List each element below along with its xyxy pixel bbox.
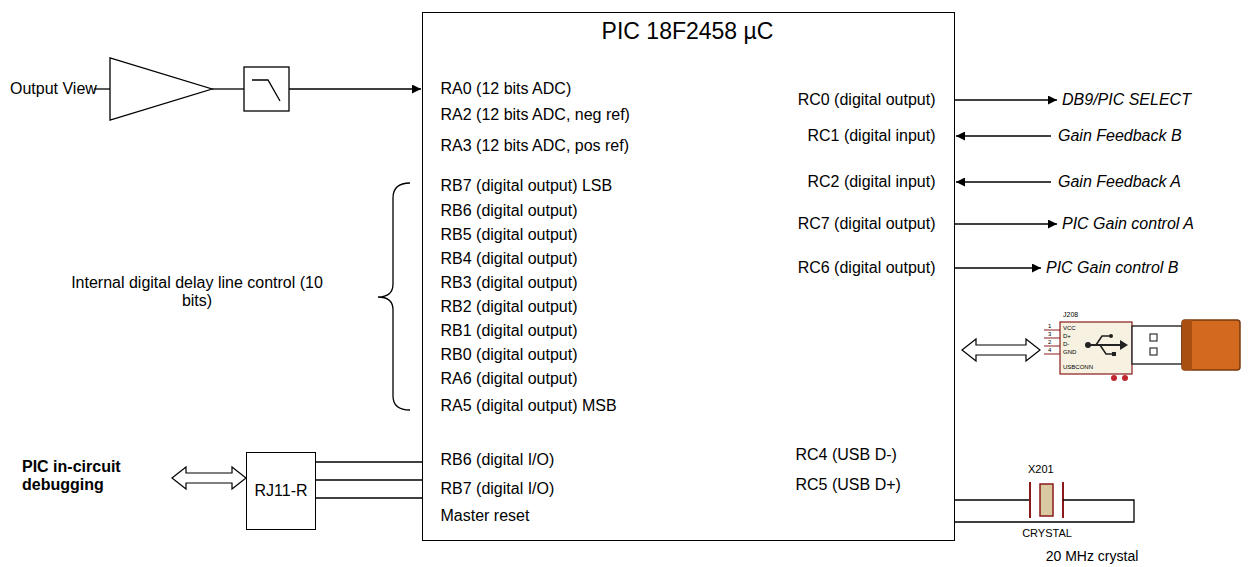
pin-label: RB1 (digital output) [441,322,578,340]
chip-title: PIC 18F2458 µC [602,18,774,44]
lowpass-symbol [252,80,280,101]
pin-label: RB0 (digital output) [441,346,578,364]
part-name: CRYSTAL [1022,527,1072,540]
connector-box: RJ11-R [246,452,316,530]
wire [316,461,422,462]
crystal-symbol [955,482,1134,522]
pin-label: RB6 (digital I/O) [441,451,555,469]
pin-label: RB7 (digital output) LSB [441,177,613,195]
signal-name: Gain Feedback B [1058,127,1182,145]
pin-label: RC6 (digital output) [798,259,936,277]
pin-label: RC4 (USB D-) [796,446,897,464]
signal-arrow [955,223,1057,224]
double-arrow [962,339,1040,361]
part-name: USBCONN [1063,364,1093,371]
input-wire [212,88,244,89]
pin-label: RC5 (USB D+) [796,476,901,494]
group-note: Internal digital delay line control (10 … [57,274,337,311]
signal-name: DB9/PIC SELECT [1062,91,1191,109]
signal-name: PIC Gain control B [1046,259,1179,277]
pin-number: 1 [1048,323,1051,330]
signal-name: Output View [10,80,97,98]
wire [316,497,422,498]
pin-label: RC0 (digital output) [798,91,936,109]
pin-number: 2 [1048,339,1051,346]
part-value: 20 MHz crystal [1046,548,1139,564]
lowpass-filter [244,67,289,111]
pin-number: 4 [1048,347,1051,354]
signal-arrow [955,99,1057,100]
pin-label: RB3 (digital output) [441,274,578,292]
amplifier-symbol [110,58,212,120]
pin-label: RA0 (12 bits ADC) [441,80,572,98]
pin-label: Master reset [441,507,530,525]
signal-arrow [955,267,1041,268]
pin-label: RA2 (12 bits ADC, neg ref) [441,106,630,124]
signal-arrow [956,135,1051,136]
wire [316,479,422,480]
box-label: RJ11-R [254,482,307,500]
double-arrow [172,467,246,489]
pin-number: 3 [1048,331,1051,338]
signal-name: Gain Feedback A [1058,173,1181,191]
pin-name: D+ [1063,333,1071,340]
port-name: PIC in-circuit debugging [22,458,162,495]
signal-arrow [956,181,1051,182]
part-ref: J208 [1063,311,1078,319]
pin-label: RB6 (digital output) [441,202,578,220]
microcontroller-box: PIC 18F2458 µC RA0 (12 bits ADC) RA2 (12 b… [422,12,955,541]
adc-wire [289,88,421,89]
pin-label: RC1 (digital input) [807,127,935,145]
pin-label: RC2 (digital input) [807,173,935,191]
signal-name: PIC Gain control A [1062,215,1194,233]
pin-label: RA5 (digital output) MSB [441,397,617,415]
pin-label: RB4 (digital output) [441,250,578,268]
pin-label: RC7 (digital output) [798,215,936,233]
pin-name: VCC [1063,325,1076,332]
pin-label: RB7 (digital I/O) [441,480,555,498]
pin-label: RA3 (12 bits ADC, pos ref) [441,137,630,155]
pin-label: RB5 (digital output) [441,226,578,244]
pin-label: RA6 (digital output) [441,370,578,388]
pin-name: GND [1063,349,1076,356]
bracket [378,183,410,410]
pin-label: RB2 (digital output) [441,298,578,316]
pin-name: D- [1063,341,1069,348]
usb-connector-icon [1044,320,1240,381]
part-ref: X201 [1028,463,1054,476]
